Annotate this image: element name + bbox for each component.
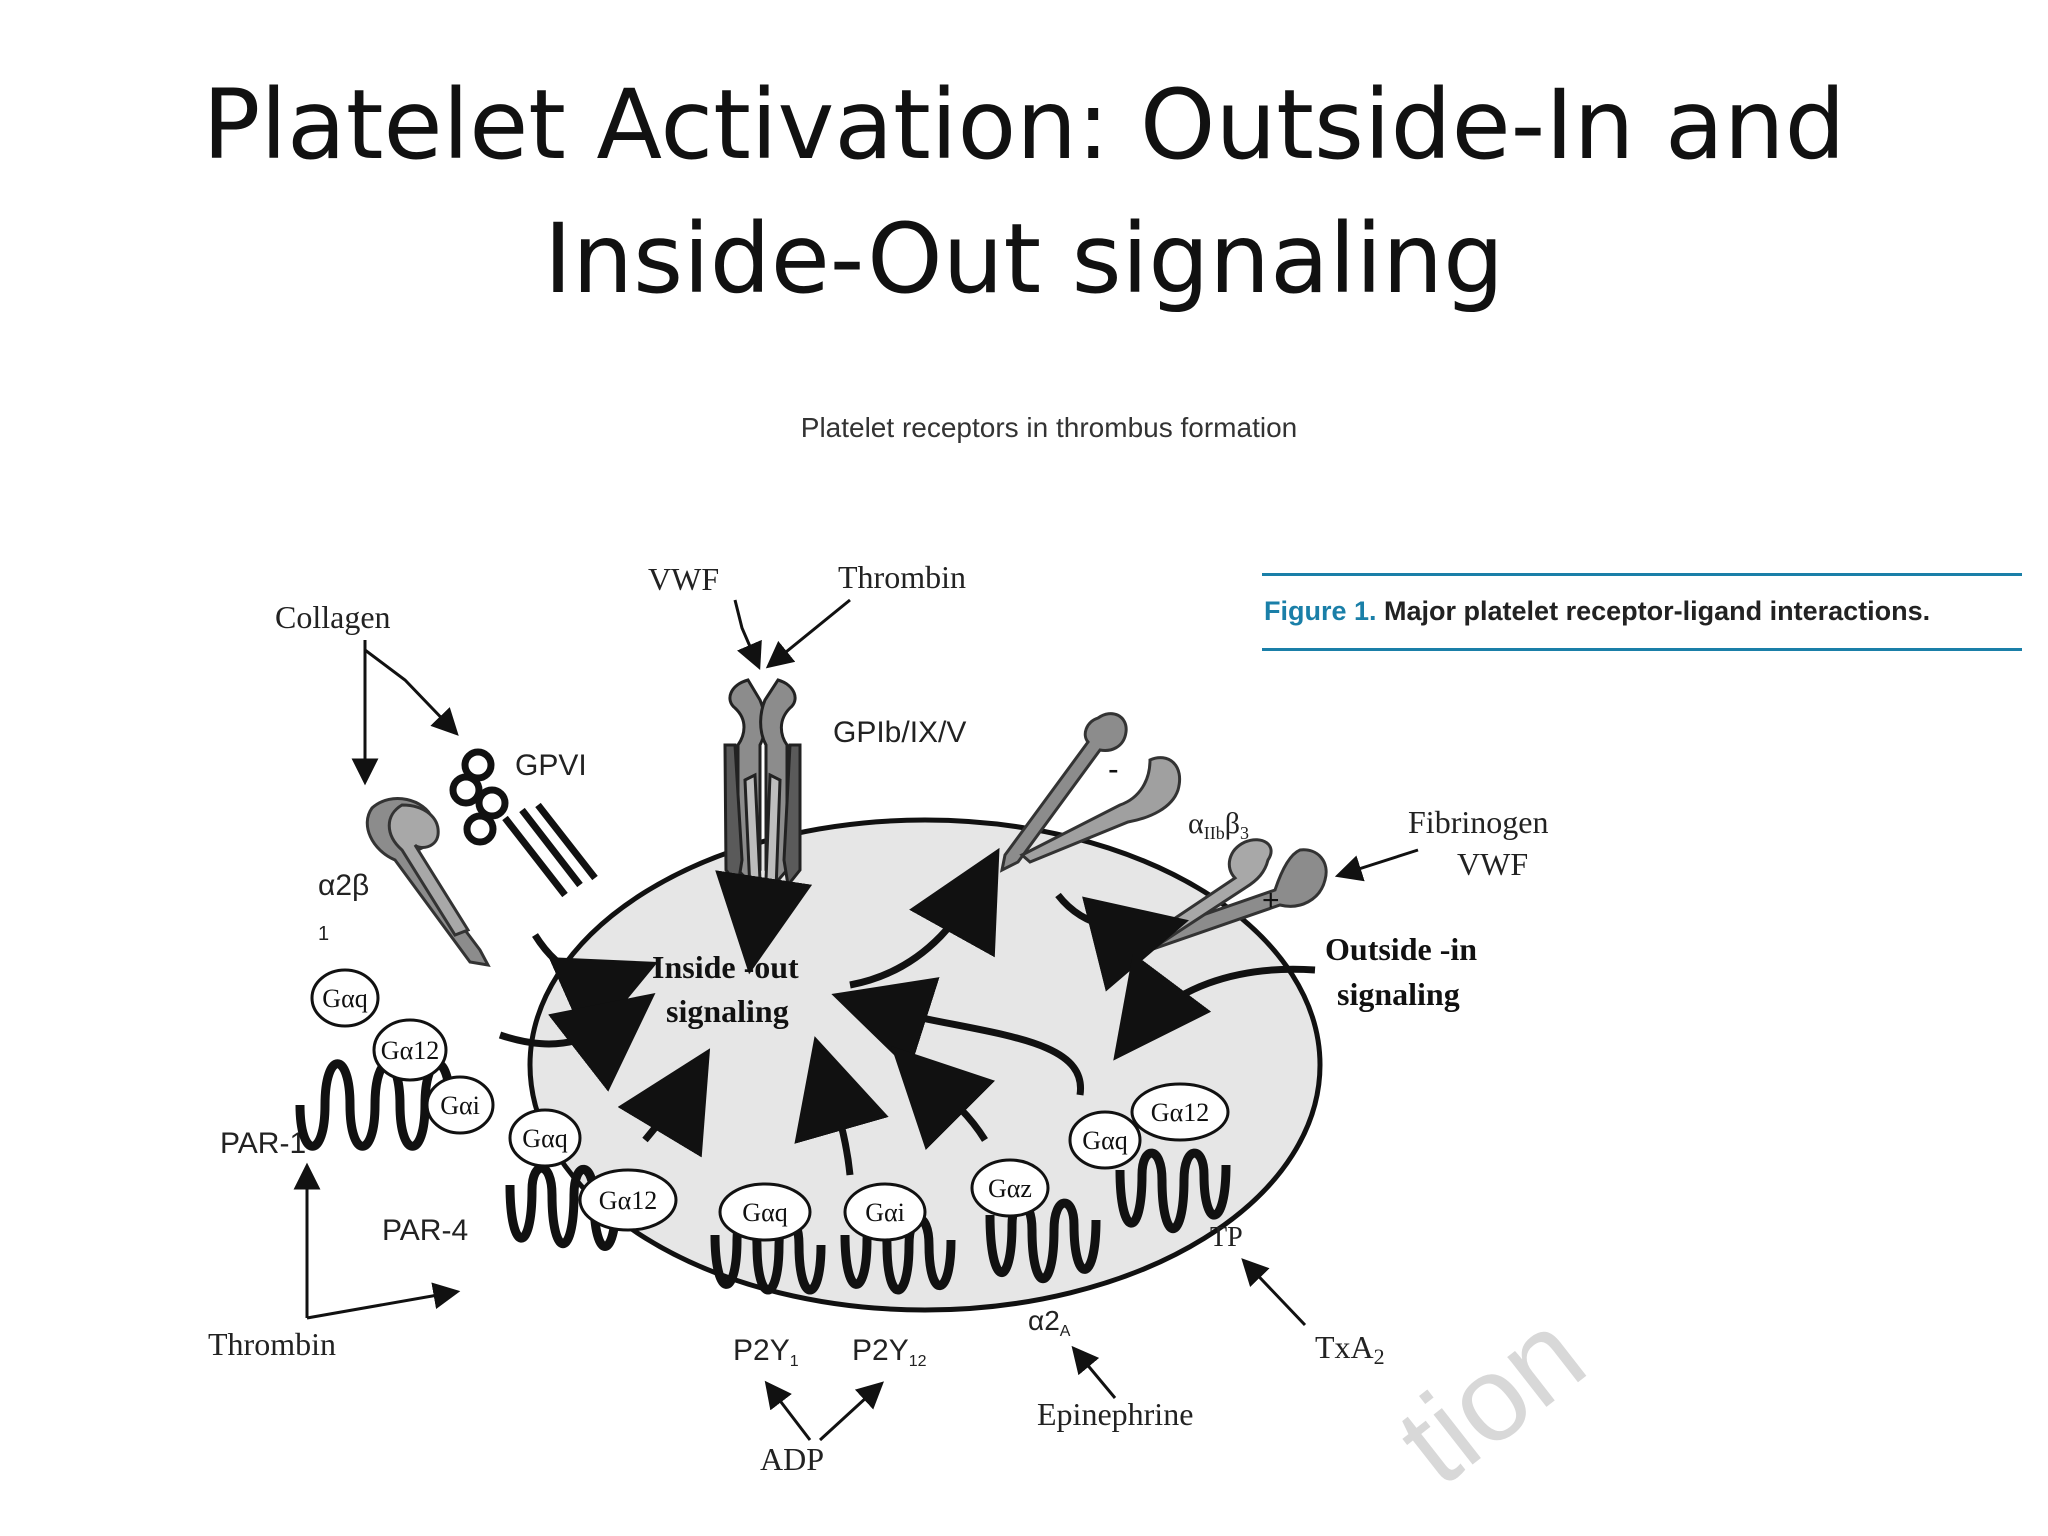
gai-p2y12-label: Gαi bbox=[865, 1198, 905, 1227]
fibrinogen-to-aiib-arrow bbox=[1334, 848, 1419, 882]
thrombin-bottom-label: Thrombin bbox=[208, 1326, 336, 1362]
p2y12-label: P2Y bbox=[852, 1334, 909, 1367]
tp-receptor bbox=[1115, 1148, 1231, 1233]
txa2-label: TxA bbox=[1315, 1329, 1374, 1365]
gaq-par4 bbox=[508, 1108, 582, 1168]
par4-receptor bbox=[505, 1163, 621, 1251]
adp-to-p2y1-arrow bbox=[764, 1380, 812, 1441]
gai-par1-label: Gαi bbox=[440, 1091, 480, 1120]
aiib-activation-arrow bbox=[1055, 892, 1190, 992]
ga12-par4 bbox=[578, 1168, 678, 1232]
figure-heading: Platelet receptors in thrombus formation bbox=[800, 412, 1298, 443]
p2y1-subscript: 1 bbox=[790, 1353, 799, 1370]
ga12-tp-label: Gα12 bbox=[1151, 1098, 1209, 1127]
a2b1-to-inside-out-arrow bbox=[532, 933, 658, 1047]
aiib-b3-integrin-inactive bbox=[999, 712, 1181, 873]
fibrinogen-label: Fibrinogen bbox=[1408, 804, 1548, 840]
ga12-par1-label: Gα12 bbox=[381, 1036, 439, 1065]
gai-p2y12 bbox=[843, 1182, 927, 1242]
gaq-par1-label: Gαq bbox=[322, 984, 367, 1013]
caption-text: Major platelet receptor-ligand interacti… bbox=[1376, 596, 1931, 626]
gaq-par4-label: Gαq bbox=[522, 1124, 567, 1153]
gpvi-receptor bbox=[449, 748, 598, 898]
a2b1-label: α2β bbox=[318, 869, 369, 902]
p2y12-receptor bbox=[840, 1213, 956, 1295]
aiib-alpha-label: α bbox=[1188, 807, 1204, 840]
thrombin-top-label: Thrombin bbox=[838, 559, 966, 595]
gaz-a2a bbox=[970, 1158, 1050, 1218]
a2a-to-inside-out-arrow bbox=[891, 1046, 996, 1151]
gaq-p2y1-label: Gαq bbox=[742, 1198, 787, 1227]
inside-out-label-line-2: signaling bbox=[666, 993, 789, 1029]
outside-in-label-line-2: signaling bbox=[1337, 976, 1460, 1012]
aiib-alpha-subscript: IIb bbox=[1204, 823, 1225, 843]
p2y1-receptor bbox=[710, 1213, 826, 1295]
ga12-par4-label: Gα12 bbox=[599, 1186, 657, 1215]
slide-title: Platelet Activation: Outside-In and Insi… bbox=[0, 58, 2048, 326]
gpvi-label: GPVI bbox=[515, 749, 587, 782]
watermark-text: tion bbox=[1374, 1286, 1609, 1511]
gai-par1 bbox=[425, 1075, 495, 1135]
a2a-subscript: A bbox=[1060, 1323, 1071, 1340]
p2y12-subscript: 12 bbox=[909, 1353, 927, 1370]
gproteins bbox=[310, 968, 1230, 1242]
par4-label: PAR-4 bbox=[382, 1214, 468, 1247]
plus-sign: + bbox=[1262, 884, 1280, 917]
collagen-label: Collagen bbox=[275, 599, 391, 635]
gpib-to-inside-out-arrow bbox=[715, 870, 813, 975]
ga12-par1 bbox=[372, 1018, 448, 1082]
a2a-label: α2 bbox=[1028, 1305, 1060, 1336]
svg-text:P2Y12: P2Y12 bbox=[852, 1334, 927, 1370]
vwf-to-gpib-arrow bbox=[733, 599, 762, 670]
slide-title-line-1: Platelet Activation: Outside-In and bbox=[202, 69, 1846, 181]
minus-sign: - bbox=[1108, 751, 1119, 787]
txa2-to-tp-arrow bbox=[1241, 1258, 1307, 1327]
gpvi-to-inside-out-arrow bbox=[498, 992, 656, 1092]
svg-text:αIIbβ3: αIIbβ3 bbox=[1188, 807, 1249, 843]
p2y1-label: P2Y bbox=[733, 1334, 790, 1367]
collagen-to-gpvi-arrow bbox=[364, 648, 459, 736]
gaq-tp bbox=[1068, 1110, 1142, 1170]
figure-caption: Figure 1. Major platelet receptor-ligand… bbox=[1262, 573, 2022, 651]
tp-to-inside-out-arrow bbox=[831, 977, 1084, 1096]
gaq-tp-label: Gαq bbox=[1082, 1126, 1127, 1155]
gpib-label: GPIb/IX/V bbox=[833, 716, 966, 749]
signaling-arrows bbox=[498, 847, 1316, 1176]
p2y1-to-inside-out-arrow bbox=[617, 1048, 711, 1158]
slide-title-line-2: Inside-Out signaling bbox=[543, 203, 1505, 315]
p2y12-to-inside-out-arrow bbox=[794, 1036, 889, 1176]
svg-text:α2A: α2A bbox=[1028, 1305, 1071, 1340]
ga12-tp bbox=[1130, 1082, 1230, 1142]
adp-label: ADP bbox=[760, 1441, 824, 1477]
vwf-top-label: VWF bbox=[648, 561, 719, 597]
par1-receptor bbox=[295, 1059, 455, 1151]
tp-label: TP bbox=[1210, 1222, 1243, 1253]
thrombin-to-gpib-arrow bbox=[765, 598, 851, 669]
epinephrine-label: Epinephrine bbox=[1037, 1396, 1193, 1432]
outside-in-label-line-1: Outside -in bbox=[1325, 931, 1477, 967]
epinephrine-to-a2a-arrow bbox=[1071, 1345, 1117, 1399]
a2b1-subscript: 1 bbox=[318, 923, 329, 945]
gaq-p2y1 bbox=[718, 1182, 812, 1242]
svg-text:P2Y1: P2Y1 bbox=[733, 1334, 799, 1370]
aiib-beta-label: β bbox=[1225, 807, 1240, 840]
adp-to-p2y12-arrow bbox=[818, 1381, 884, 1442]
outside-in-arrow bbox=[1113, 952, 1316, 1061]
a2a-receptor bbox=[985, 1198, 1101, 1283]
thrombin-to-par4-arrow bbox=[306, 1282, 461, 1320]
inside-out-label-line-1: Inside -out bbox=[652, 949, 799, 985]
par1-label: PAR-1 bbox=[220, 1127, 306, 1160]
svg-text:TxA2: TxA2 bbox=[1315, 1329, 1385, 1369]
a2b1-integrin bbox=[365, 797, 491, 967]
gaq-par1 bbox=[310, 968, 380, 1028]
ligand-arrows bbox=[293, 598, 1419, 1442]
gaz-a2a-label: Gαz bbox=[988, 1174, 1032, 1203]
caption-label: Figure 1. bbox=[1264, 596, 1377, 626]
aiib-beta-subscript: 3 bbox=[1240, 823, 1249, 843]
vwf-right-label: VWF bbox=[1457, 846, 1528, 882]
txa2-subscript: 2 bbox=[1374, 1344, 1385, 1369]
